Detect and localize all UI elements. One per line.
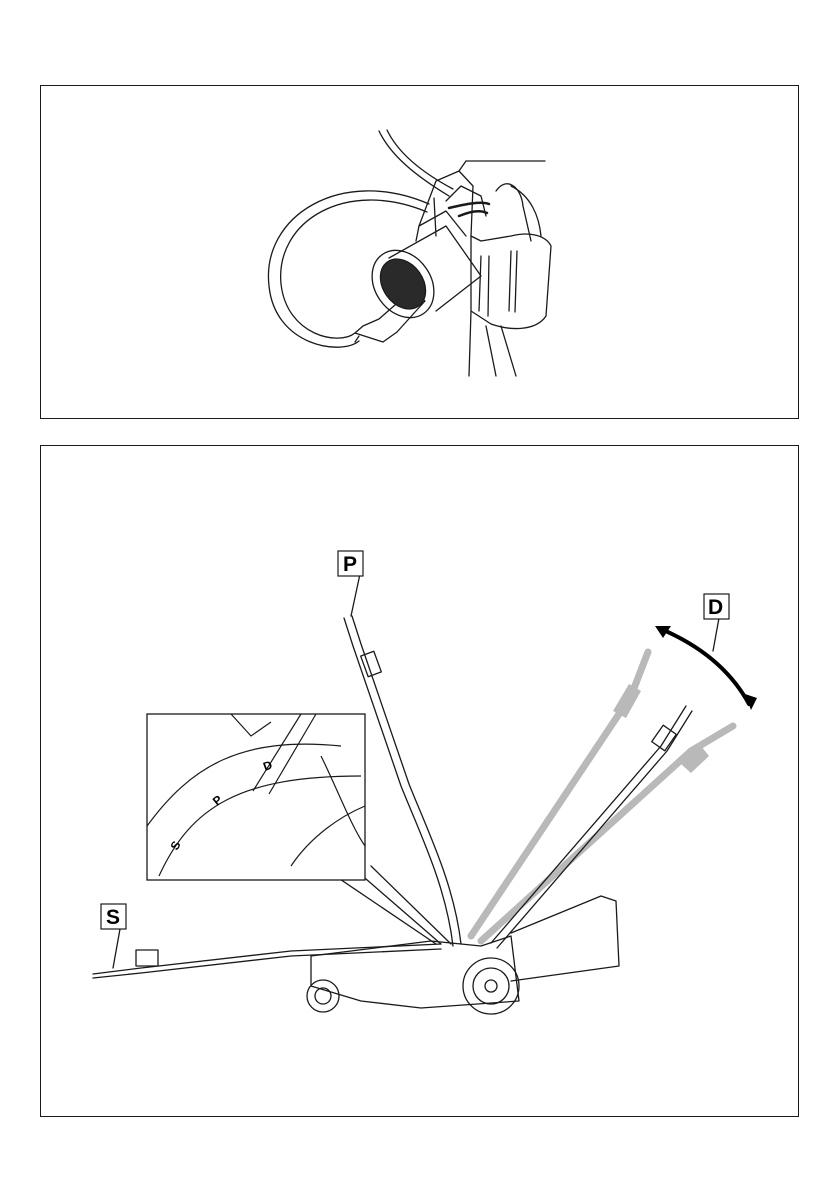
ghost-handle-positions bbox=[471, 652, 733, 941]
callout-p-label: P bbox=[343, 553, 357, 576]
callout-d: D bbox=[704, 594, 729, 619]
handle-clamp bbox=[471, 234, 551, 328]
adjust-arrow bbox=[661, 629, 749, 704]
front-wheel bbox=[307, 980, 339, 1012]
mower-deck bbox=[311, 936, 519, 1008]
dial-detail-inset: S P D bbox=[147, 714, 365, 880]
callout-s: S bbox=[101, 904, 126, 929]
callout-leader-p bbox=[351, 574, 360, 616]
callout-leader-s bbox=[113, 929, 120, 968]
cable-hook-illustration-panel bbox=[40, 85, 799, 419]
handle-bar-top bbox=[496, 184, 531, 241]
callout-p: P bbox=[338, 551, 363, 576]
callout-leader-d bbox=[713, 618, 719, 651]
handle-positions-drawing: S P D P D S bbox=[41, 446, 798, 1116]
rear-wheel bbox=[463, 958, 519, 1014]
callout-s-label: S bbox=[106, 906, 120, 929]
handle-positions-panel: S P D P D S bbox=[40, 445, 799, 1117]
cable-hook-drawing bbox=[41, 86, 798, 418]
callout-d-label: D bbox=[708, 596, 723, 619]
handle-clamp-folded bbox=[136, 950, 158, 966]
grass-bag bbox=[511, 896, 619, 981]
